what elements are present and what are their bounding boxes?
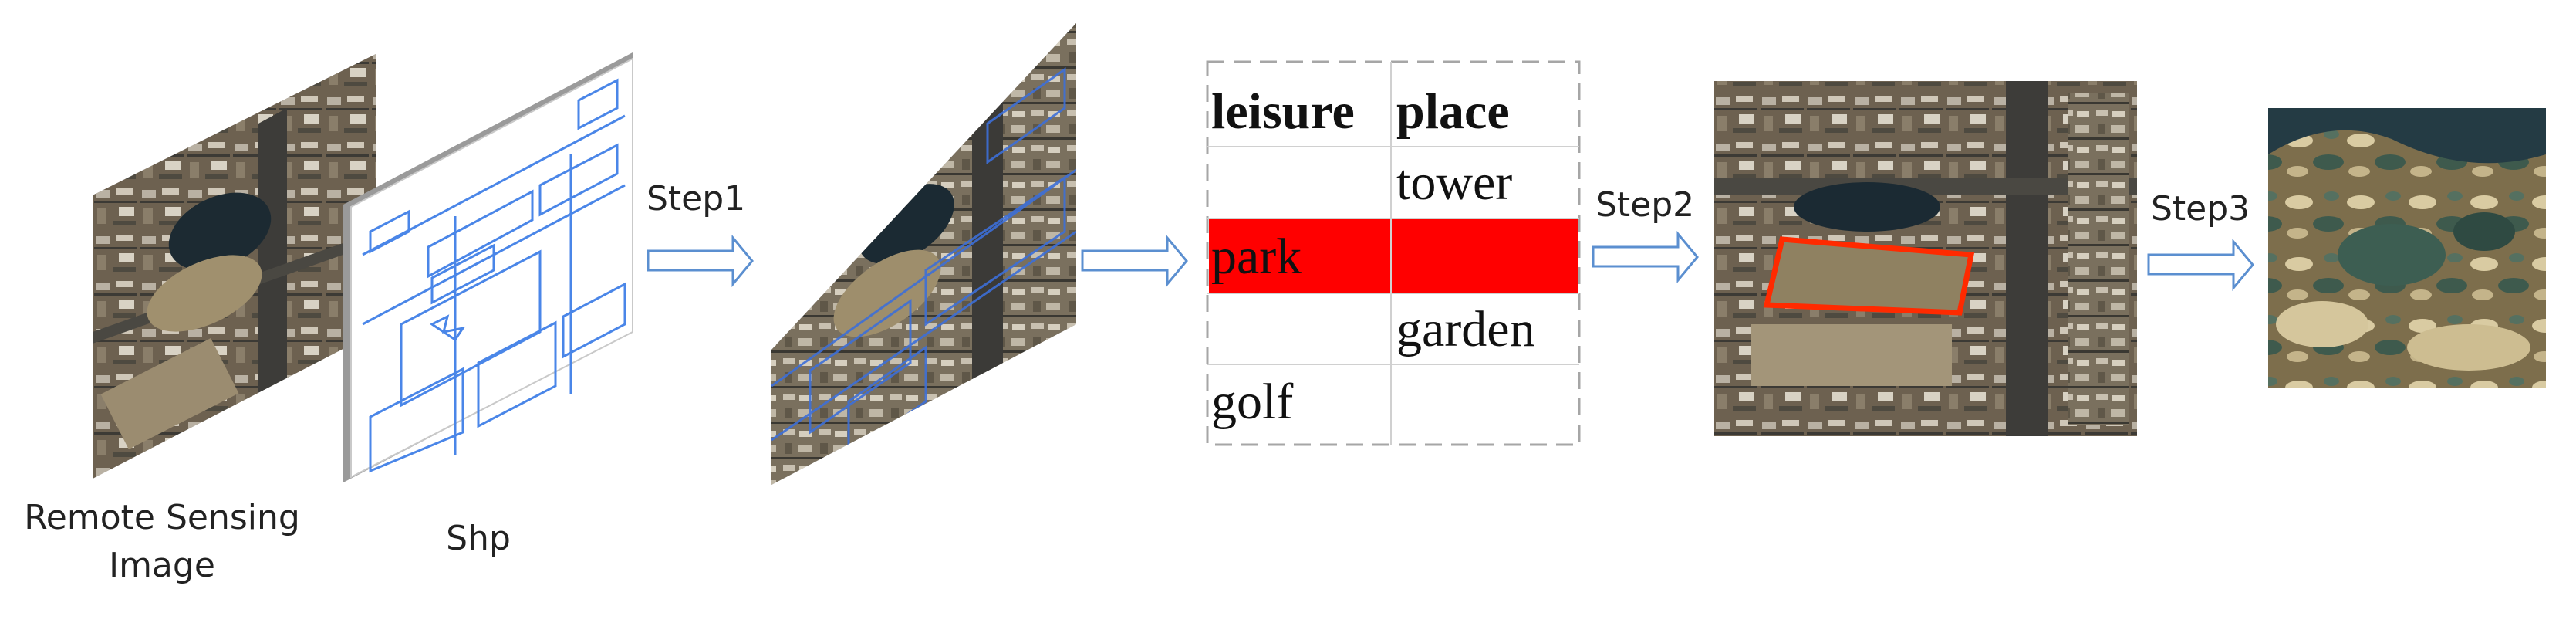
table-cell-golf: golf — [1211, 374, 1294, 430]
highlighted-row — [1209, 218, 1578, 293]
table-cell: garden — [1396, 301, 1535, 357]
shp-panel — [343, 52, 633, 482]
table-header-leisure: leisure — [1211, 83, 1355, 140]
remote-sensing-label-line2: Image — [109, 546, 215, 585]
selection-box — [1763, 236, 1975, 316]
arrow-to-table — [1081, 234, 1188, 288]
remote-sensing-image-panel — [93, 54, 376, 479]
step3-label: Step3 — [2151, 189, 2250, 229]
table-header-place: place — [1396, 83, 1510, 140]
arrow-step2 — [1592, 230, 1699, 284]
arrow-step3 — [2147, 238, 2254, 292]
step2-label: Step2 — [1595, 185, 1695, 225]
shp-label: Shp — [446, 519, 511, 558]
remote-sensing-label-line1: Remote Sensing — [24, 498, 300, 537]
overlay-panel — [771, 23, 1076, 485]
selected-park-image — [1714, 81, 2137, 436]
table-cell: tower — [1396, 154, 1513, 211]
step1-label: Step1 — [647, 179, 746, 218]
table-cell-park: park — [1211, 229, 1302, 285]
osm-tag-table — [1206, 60, 1581, 446]
cropped-patch — [2268, 108, 2546, 388]
arrow-step1 — [647, 234, 754, 288]
